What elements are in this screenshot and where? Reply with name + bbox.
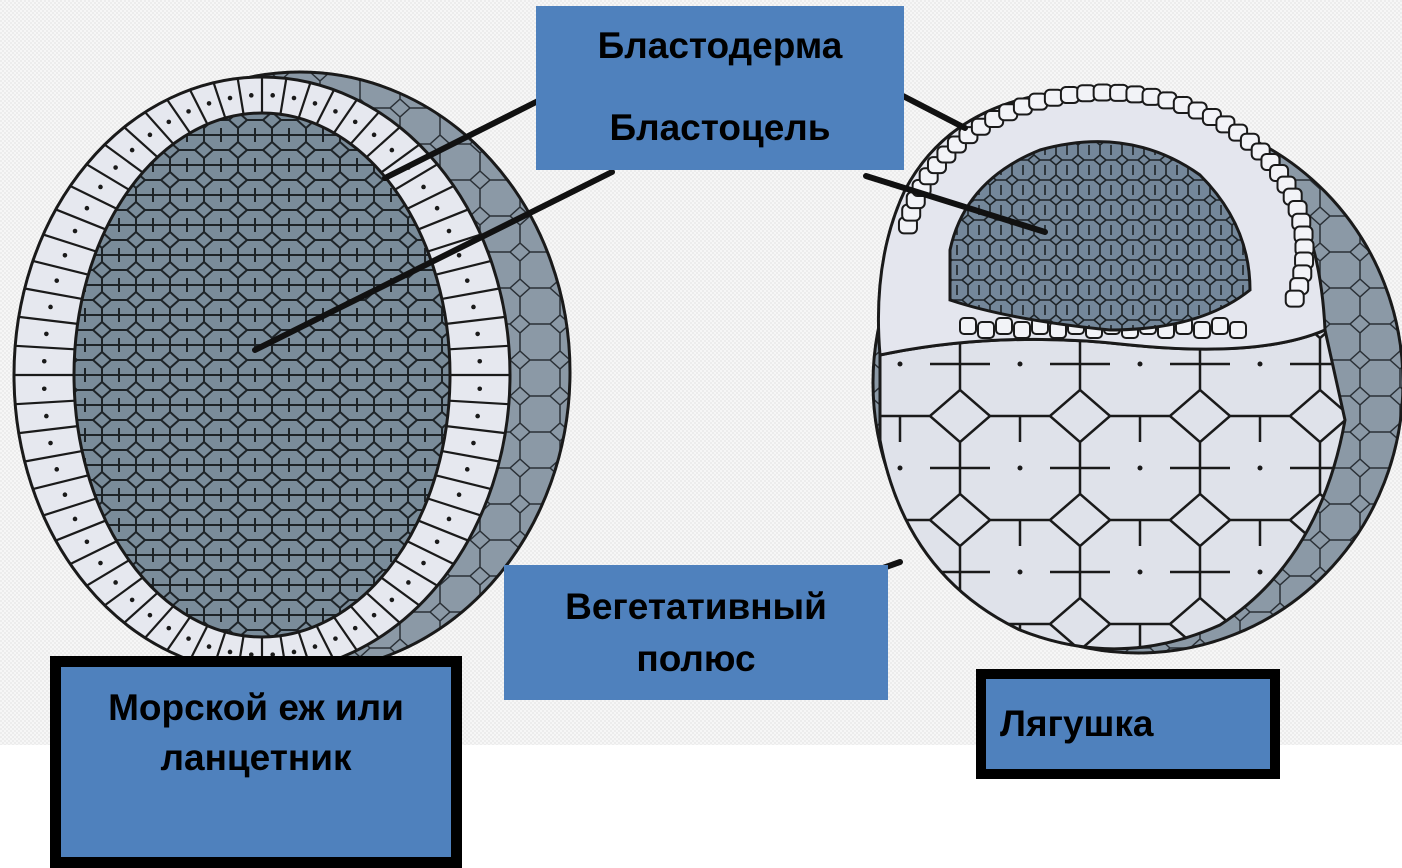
cell-nucleus <box>44 414 49 419</box>
cell-nucleus <box>42 386 47 391</box>
frog-cell <box>1286 291 1304 307</box>
cell-nucleus <box>353 626 358 631</box>
cell-nucleus <box>73 229 78 234</box>
cell-nucleus <box>390 598 395 603</box>
cell-nucleus <box>148 133 153 138</box>
cell-nucleus <box>313 644 318 649</box>
cell-nucleus <box>475 414 480 419</box>
label-sea-urchin: Морской еж или ланцетник <box>50 656 462 868</box>
frog-cell <box>1194 322 1210 338</box>
cell-nucleus <box>475 332 480 337</box>
cell-nucleus <box>471 305 476 310</box>
cell-nucleus <box>435 206 440 211</box>
cell-nucleus <box>63 492 68 497</box>
cell-nucleus <box>447 517 452 522</box>
cell-nucleus <box>113 580 118 585</box>
cell-nucleus <box>63 253 68 258</box>
cell-nucleus <box>228 650 233 655</box>
frog-cell <box>978 322 994 338</box>
cell-nucleus <box>477 386 482 391</box>
cell-nucleus <box>54 278 59 283</box>
frog-cell <box>960 318 976 334</box>
cell-nucleus <box>130 148 135 153</box>
frog-cell <box>1094 85 1112 101</box>
cell-nucleus <box>48 305 53 310</box>
cell-nucleus <box>390 148 395 153</box>
cell-nucleus <box>421 185 426 190</box>
frog-blastula <box>873 85 1402 653</box>
cell-nucleus <box>228 96 233 101</box>
cell-nucleus <box>457 253 462 258</box>
cell-nucleus <box>313 101 318 106</box>
cell-nucleus <box>73 517 78 522</box>
frog-cell <box>1212 318 1228 334</box>
cell-nucleus <box>406 580 411 585</box>
cell-nucleus <box>48 441 53 446</box>
cell-nucleus <box>186 109 191 114</box>
cell-nucleus <box>249 93 254 98</box>
cell-nucleus <box>435 539 440 544</box>
cell-nucleus <box>148 613 153 618</box>
cell-nucleus <box>207 101 212 106</box>
frog-cell <box>1014 322 1030 338</box>
cell-nucleus <box>166 120 171 125</box>
cell-nucleus <box>166 626 171 631</box>
cell-nucleus <box>54 467 59 472</box>
cell-nucleus <box>292 96 297 101</box>
cell-nucleus <box>292 650 297 655</box>
cell-nucleus <box>42 359 47 364</box>
frog-cell <box>996 318 1012 334</box>
cell-nucleus <box>85 206 90 211</box>
cell-nucleus <box>270 93 275 98</box>
cell-nucleus <box>457 492 462 497</box>
label-blastocoel: Бластоцель <box>536 86 904 170</box>
cell-nucleus <box>421 561 426 566</box>
label-frog: Лягушка <box>976 669 1280 779</box>
frog-cell <box>1110 85 1128 101</box>
cell-nucleus <box>333 636 338 641</box>
sea-urchin-blastula <box>14 72 570 673</box>
cell-nucleus <box>477 359 482 364</box>
cell-nucleus <box>207 644 212 649</box>
frog-cell <box>1077 85 1095 101</box>
cell-nucleus <box>113 165 118 170</box>
cell-nucleus <box>333 109 338 114</box>
cell-nucleus <box>186 636 191 641</box>
cell-nucleus <box>44 332 49 337</box>
cell-nucleus <box>465 278 470 283</box>
frog-cell <box>1230 322 1246 338</box>
cell-nucleus <box>98 561 103 566</box>
cell-nucleus <box>130 598 135 603</box>
cell-nucleus <box>98 185 103 190</box>
cell-nucleus <box>465 467 470 472</box>
cell-nucleus <box>372 133 377 138</box>
label-vegetal-pole: Вегетативный полюс <box>504 565 888 700</box>
cell-nucleus <box>471 441 476 446</box>
cell-nucleus <box>85 539 90 544</box>
label-blastoderm: Бластодерма <box>536 6 904 86</box>
cell-nucleus <box>372 613 377 618</box>
cell-nucleus <box>353 120 358 125</box>
cell-nucleus <box>447 229 452 234</box>
